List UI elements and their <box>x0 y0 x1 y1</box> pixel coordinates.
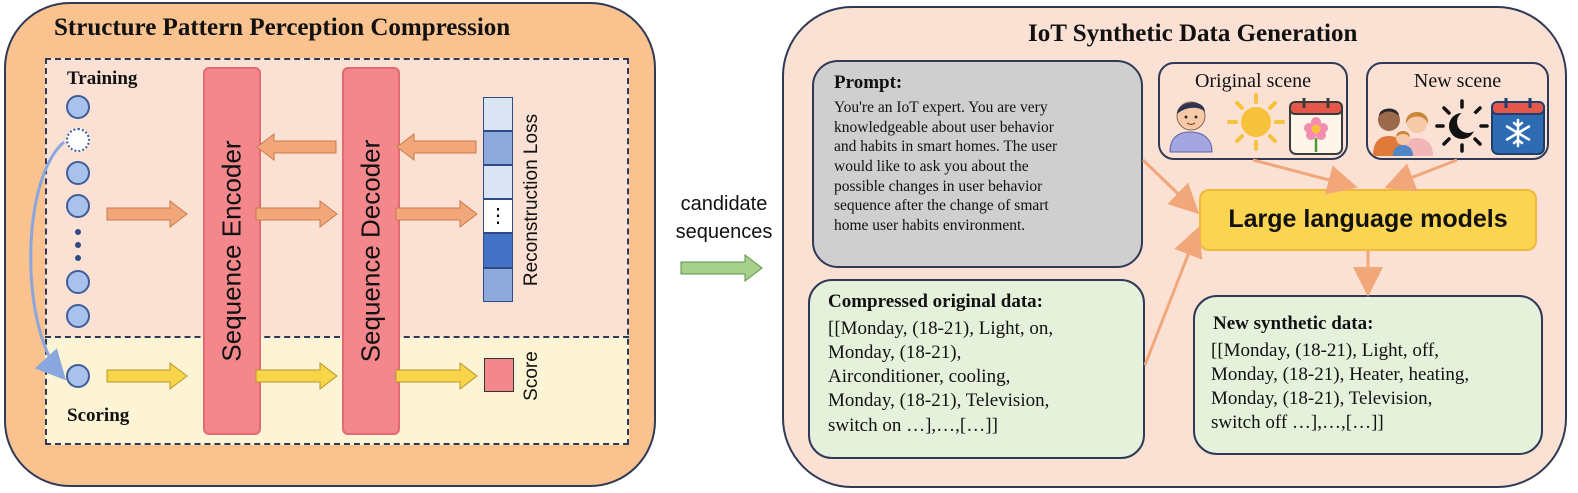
scoring-encoder-arrow <box>255 361 338 391</box>
input-to-encoder-arrow <box>106 199 188 229</box>
original-scene-to-llm-arrow <box>1252 158 1358 195</box>
prompt-to-llm-arrow <box>1141 158 1200 215</box>
vector-cell <box>483 268 513 302</box>
ellipsis-dot <box>75 242 81 248</box>
moon-night-icon <box>1435 99 1489 153</box>
scoring-label: Scoring <box>67 405 130 426</box>
compressed-data-box: Compressed original data: [[Monday, (18-… <box>808 279 1145 459</box>
vector-cell <box>483 97 513 131</box>
loss-backprop-arrow-2 <box>256 132 337 162</box>
sequence-decoder-block: Sequence Decoder <box>342 67 400 435</box>
loss-backprop-arrow-1 <box>396 132 477 162</box>
training-label: Training <box>67 68 138 89</box>
compressed-data-text: [[Monday, (18-21), Light, on, Monday, (1… <box>828 318 1054 436</box>
sequence-node <box>66 161 90 185</box>
candidate-sequences-label: candidate sequences <box>675 193 773 243</box>
prompt-text: You're an IoT expert. You are very knowl… <box>834 99 1058 235</box>
score-cell <box>484 358 514 392</box>
decoder-to-output-arrow <box>395 199 478 229</box>
scoring-decoder-arrow <box>395 361 478 391</box>
candidate-sequences-arrow <box>680 253 763 283</box>
sequence-node <box>66 270 90 294</box>
generation-panel-title: IoT Synthetic Data Generation <box>1028 20 1358 47</box>
ellipsis-dot <box>75 255 81 261</box>
family-icon <box>1373 108 1433 156</box>
masked-sequence-node <box>66 128 90 152</box>
scoring-zone <box>45 337 629 445</box>
llm-box: Large language models <box>1199 189 1537 251</box>
person-icon <box>1169 101 1213 153</box>
new-scene-to-llm-arrow <box>1384 158 1458 192</box>
ellipsis-dot <box>75 229 81 235</box>
mask-to-score-arrow <box>29 140 67 381</box>
sequence-node <box>66 194 90 218</box>
sequence-node <box>66 304 90 328</box>
synthetic-data-title: New synthetic data: <box>1213 313 1374 334</box>
original-scene-title: Original scene <box>1194 70 1312 92</box>
llm-label: Large language models <box>1228 205 1508 233</box>
prompt-title: Prompt: <box>834 72 903 93</box>
synthetic-data-box: New synthetic data: [[Monday, (18-21), L… <box>1193 295 1543 455</box>
prompt-box: Prompt: You're an IoT expert. You are ve… <box>812 60 1143 268</box>
sequence-encoder-block: Sequence Encoder <box>203 67 261 435</box>
compressed-data-title: Compressed original data: <box>828 291 1043 312</box>
vector-cell <box>483 165 513 199</box>
dashed-frame <box>45 58 629 445</box>
vector-cell <box>483 131 513 165</box>
training-zone <box>45 58 629 337</box>
synthetic-data-text: [[Monday, (18-21), Light, off, Monday, (… <box>1211 340 1470 434</box>
scoring-input-arrow <box>106 361 188 391</box>
vector-ellipsis-cell: ⋮ <box>483 199 513 233</box>
scoring-node <box>66 364 90 388</box>
sequence-node <box>66 95 90 119</box>
sun-icon <box>1227 93 1285 151</box>
vector-cell <box>483 233 513 268</box>
compression-panel-title: Structure Pattern Perception Compression <box>54 14 511 41</box>
new-scene-title: New scene <box>1413 70 1502 92</box>
spring-calendar-icon <box>1289 98 1343 155</box>
zone-divider <box>45 336 629 338</box>
compressed-to-llm-arrow <box>1143 226 1203 366</box>
encoder-to-decoder-arrow <box>255 199 338 229</box>
winter-calendar-icon <box>1491 98 1545 155</box>
